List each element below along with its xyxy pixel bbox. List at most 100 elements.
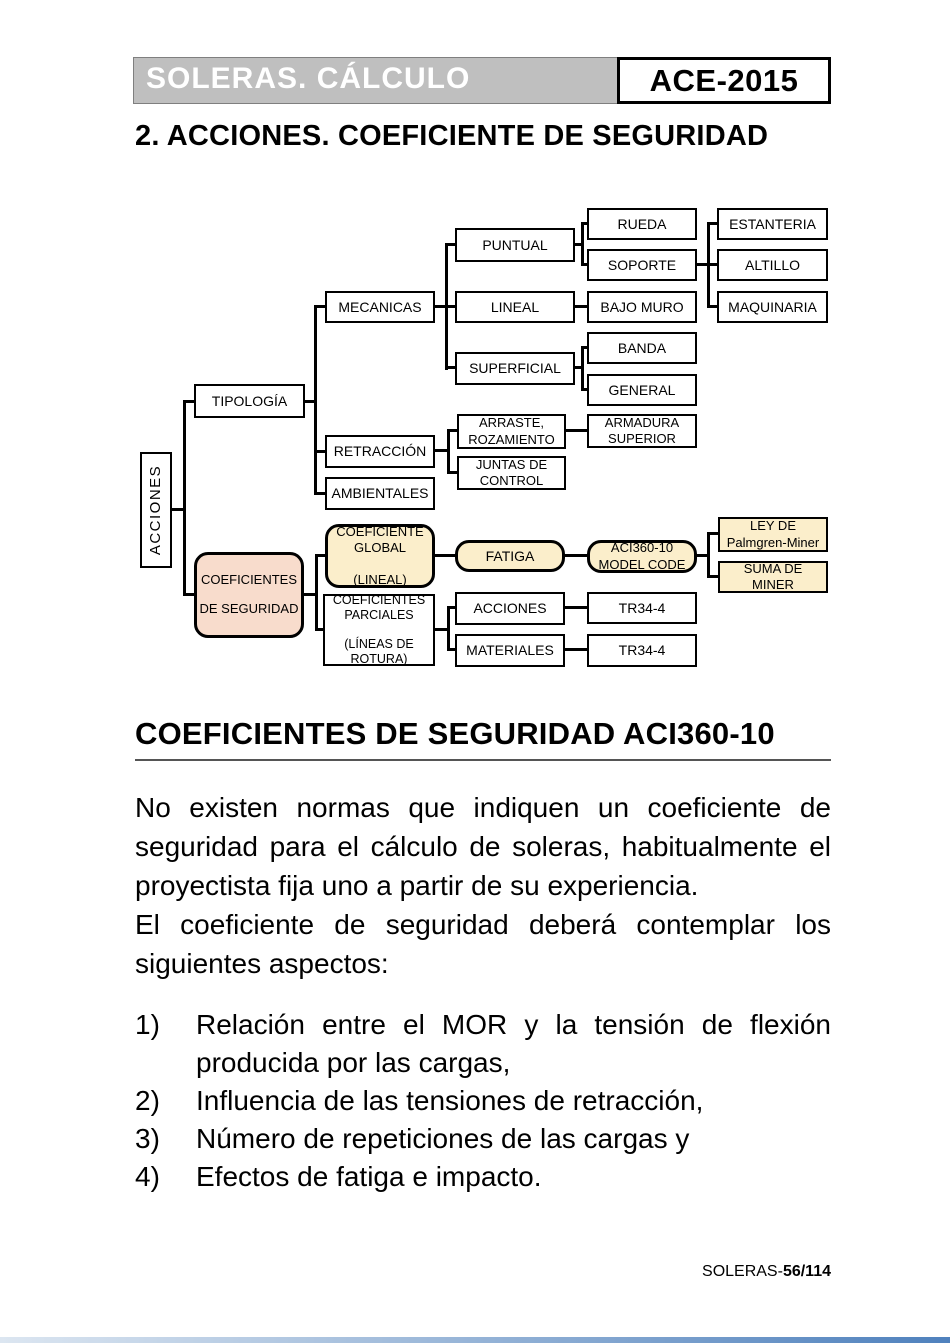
node-tipologia: TIPOLOGÍA bbox=[194, 384, 305, 418]
connector-line bbox=[566, 429, 587, 432]
connector-line bbox=[581, 263, 587, 266]
list-number: 1) bbox=[135, 1009, 160, 1040]
connector-line bbox=[575, 243, 584, 246]
connector-line bbox=[305, 400, 317, 403]
list-item: 1) Relación entre el MOR y la tensión de… bbox=[135, 1006, 831, 1082]
connector-line bbox=[697, 263, 710, 266]
paragraph-1: No existen normas que indiquen un coefic… bbox=[135, 792, 831, 901]
node-aci360-model-code: ACI360-10 MODEL CODE bbox=[587, 540, 697, 573]
connector-line bbox=[707, 532, 718, 535]
node-puntual: PUNTUAL bbox=[455, 228, 575, 262]
paragraph-2: El coeficiente de seguridad deberá conte… bbox=[135, 909, 831, 979]
node-fatiga: FATIGA bbox=[455, 540, 565, 572]
connector-line bbox=[314, 450, 325, 453]
node-lineal: LINEAL bbox=[455, 291, 575, 323]
connector-line bbox=[707, 305, 717, 308]
node-acciones-root-label: ACCIONES bbox=[147, 464, 165, 556]
connector-line bbox=[697, 554, 710, 557]
connector-line bbox=[575, 366, 584, 369]
node-retraccion: RETRACCIÓN bbox=[325, 435, 435, 468]
connector-line bbox=[565, 554, 587, 557]
connector-line bbox=[447, 471, 457, 474]
header-bar: SOLERAS. CÁLCULO ACE-2015 bbox=[133, 57, 831, 104]
node-arraste-rozamiento: ARRASTE, ROZAMIENTO bbox=[457, 414, 566, 449]
node-ley-palmgren-miner: LEY DE Palmgren-Miner bbox=[718, 517, 828, 552]
connector-line bbox=[445, 243, 455, 246]
connector-line bbox=[315, 554, 325, 557]
node-mecanicas: MECANICAS bbox=[325, 291, 435, 323]
connector-line bbox=[314, 305, 325, 308]
node-rueda: RUEDA bbox=[587, 208, 697, 240]
connector-line bbox=[435, 628, 450, 631]
node-acciones-root: ACCIONES bbox=[140, 452, 172, 568]
node-coeficientes-seguridad: COEFICIENTES DE SEGURIDAD bbox=[194, 552, 304, 638]
node-maquinaria: MAQUINARIA bbox=[717, 291, 828, 323]
connector-line bbox=[314, 305, 317, 495]
connector-line bbox=[445, 366, 455, 369]
header-title: SOLERAS. CÁLCULO bbox=[146, 62, 471, 95]
connector-line bbox=[565, 606, 587, 609]
connector-line bbox=[447, 429, 450, 474]
connector-line bbox=[314, 492, 325, 495]
connector-line bbox=[447, 648, 455, 651]
node-juntas-control: JUNTAS DE CONTROL bbox=[457, 456, 566, 490]
bottom-accent-bar bbox=[0, 1337, 950, 1343]
node-altillo: ALTILLO bbox=[717, 249, 828, 281]
list-item: 2) Influencia de las tensiones de retrac… bbox=[135, 1082, 831, 1120]
connector-line bbox=[581, 222, 584, 266]
page-number: 56/114 bbox=[782, 1263, 831, 1280]
connector-line bbox=[315, 554, 318, 631]
node-ambientales: AMBIENTALES bbox=[325, 477, 435, 510]
connector-line bbox=[707, 263, 717, 266]
connector-line bbox=[447, 606, 455, 609]
connector-line bbox=[315, 628, 323, 631]
node-materiales: MATERIALES bbox=[455, 634, 565, 667]
numbered-list: 1) Relación entre el MOR y la tensión de… bbox=[135, 1006, 831, 1196]
node-suma-de-miner: SUMA DE MINER bbox=[718, 561, 828, 593]
connector-line bbox=[435, 554, 455, 557]
node-tr34-bottom: TR34-4 bbox=[587, 634, 697, 667]
connector-line bbox=[172, 508, 186, 511]
connector-line bbox=[183, 593, 194, 596]
list-number: 2) bbox=[135, 1085, 160, 1116]
connector-line bbox=[581, 346, 584, 391]
node-tr34-top: TR34-4 bbox=[587, 592, 697, 624]
connector-line bbox=[183, 400, 194, 403]
section-heading: COEFICIENTES DE SEGURIDAD ACI360-10 bbox=[135, 716, 831, 761]
list-number: 3) bbox=[135, 1123, 160, 1154]
node-banda: BANDA bbox=[587, 332, 697, 364]
list-item: 4) Efectos de fatiga e impacto. bbox=[135, 1158, 831, 1196]
node-acciones-child: ACCIONES bbox=[455, 592, 565, 625]
connector-line bbox=[304, 593, 318, 596]
connector-line bbox=[447, 429, 457, 432]
connector-line bbox=[707, 222, 717, 225]
list-text: Número de repeticiones de las cargas y bbox=[196, 1123, 690, 1154]
node-bajo-muro: BAJO MURO bbox=[587, 291, 697, 323]
node-estanteria: ESTANTERIA bbox=[717, 208, 828, 240]
connector-line bbox=[581, 388, 587, 391]
node-superficial: SUPERFICIAL bbox=[455, 352, 575, 385]
node-coeficiente-global: COEFICIENTE GLOBAL (LINEAL) bbox=[325, 524, 435, 588]
footer-doc-label: SOLERAS- bbox=[702, 1263, 783, 1280]
footer: SOLERAS-56/114 bbox=[702, 1263, 831, 1281]
list-text: Influencia de las tensiones de retracció… bbox=[196, 1085, 704, 1116]
connector-line bbox=[707, 532, 710, 578]
connector-line bbox=[575, 305, 587, 308]
header-badge: ACE-2015 bbox=[617, 57, 831, 104]
list-item: 3) Número de repeticiones de las cargas … bbox=[135, 1120, 831, 1158]
connector-line bbox=[581, 346, 587, 349]
connector-line bbox=[435, 449, 450, 452]
node-soporte: SOPORTE bbox=[587, 249, 697, 281]
connector-line bbox=[565, 648, 587, 651]
connector-line bbox=[447, 606, 450, 651]
page-title: 2. ACCIONES. COEFICIENTE DE SEGURIDAD bbox=[135, 120, 769, 152]
list-number: 4) bbox=[135, 1161, 160, 1192]
connector-line bbox=[183, 400, 186, 596]
node-general: GENERAL bbox=[587, 374, 697, 406]
list-text: Efectos de fatiga e impacto. bbox=[196, 1161, 542, 1192]
connector-line bbox=[445, 243, 448, 370]
node-coeficientes-parciales: COEFICIENTES PARCIALES (LÍNEAS DE ROTURA… bbox=[323, 593, 435, 666]
list-text: Relación entre el MOR y la tensión de fl… bbox=[196, 1009, 831, 1078]
connector-line bbox=[581, 222, 587, 225]
